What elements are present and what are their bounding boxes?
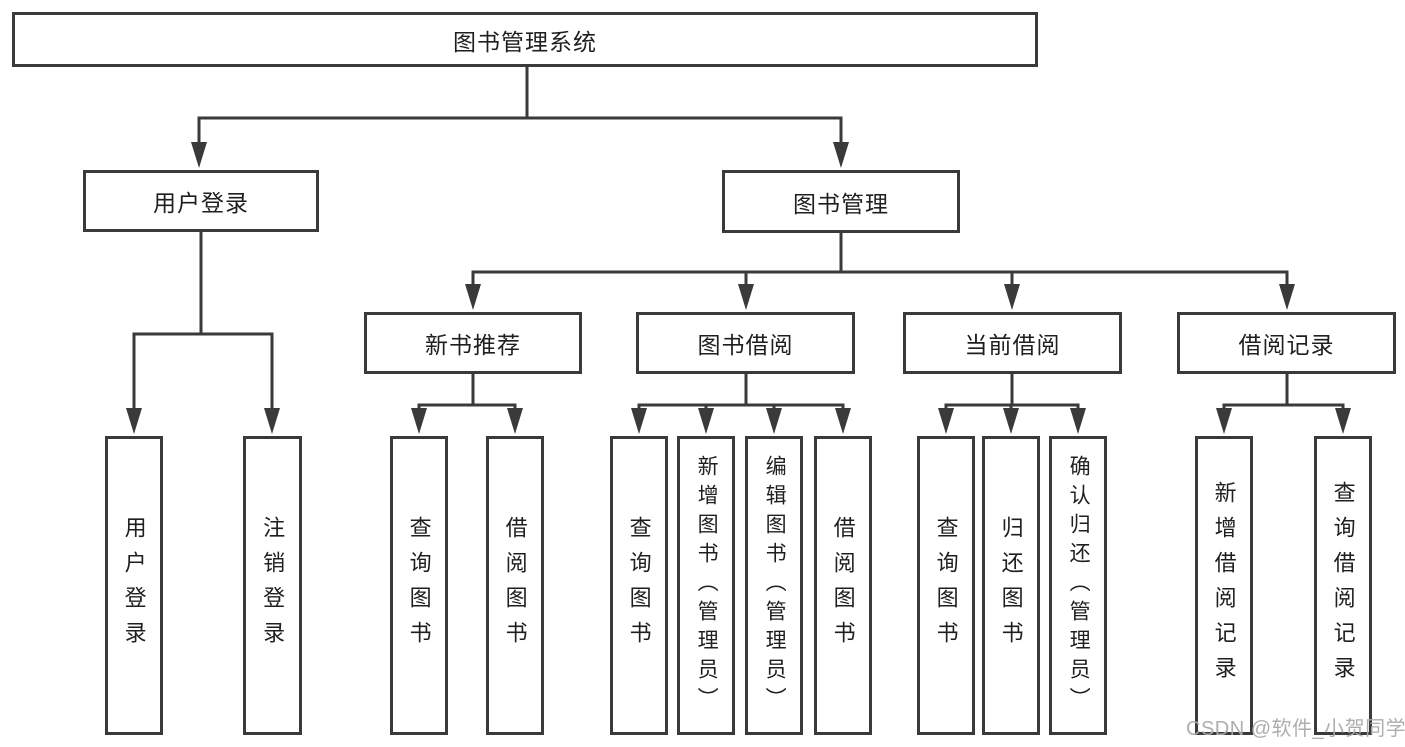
arrowhead <box>631 408 647 434</box>
leaf-label: 借阅图书 <box>830 515 856 656</box>
arrowhead <box>766 408 782 434</box>
arrowhead <box>1004 284 1020 310</box>
leaf-label: 新增图书（管理员） <box>695 455 719 716</box>
arrowhead <box>1279 284 1295 310</box>
leaf-return-books: 归还图书 <box>982 436 1040 735</box>
leaf-confirm-return-admin: 确认归还（管理员） <box>1049 436 1107 735</box>
leaf-label: 查询图书 <box>933 515 959 656</box>
arrowhead <box>938 408 954 434</box>
arrowhead <box>833 142 849 168</box>
leaf-label: 查询图书 <box>626 515 652 656</box>
node-book-management: 图书管理 <box>722 170 960 233</box>
leaf-label: 编辑图书（管理员） <box>763 455 787 716</box>
arrowhead <box>835 408 851 434</box>
arrowhead <box>698 408 714 434</box>
leaf-query-books-recommend: 查询图书 <box>390 436 448 735</box>
arrowhead <box>411 408 427 434</box>
leaf-edit-books-admin: 编辑图书（管理员） <box>745 436 803 735</box>
node-label: 用户登录 <box>153 190 249 216</box>
node-label: 当前借阅 <box>964 332 1061 358</box>
leaf-user-login: 用户登录 <box>105 436 163 735</box>
leaf-label: 归还图书 <box>998 515 1024 656</box>
arrowhead <box>465 284 481 310</box>
leaf-query-books-borrowing: 查询图书 <box>610 436 668 735</box>
arrowhead <box>1003 408 1019 434</box>
node-borrowing-records: 借阅记录 <box>1177 312 1396 374</box>
leaf-query-books-current: 查询图书 <box>917 436 975 735</box>
node-label: 图书借阅 <box>697 332 794 358</box>
arrowhead <box>126 408 142 434</box>
leaf-borrow-books-borrowing: 借阅图书 <box>814 436 872 735</box>
leaf-logout: 注销登录 <box>243 436 302 735</box>
leaf-query-borrow-record: 查询借阅记录 <box>1314 436 1372 735</box>
leaf-add-books-admin: 新增图书（管理员） <box>677 436 735 735</box>
csdn-watermark: CSDN @软件_小贺同学 <box>1186 718 1405 740</box>
leaf-label: 借阅图书 <box>502 515 528 656</box>
node-label: 新书推荐 <box>425 332 521 358</box>
node-label: 借阅记录 <box>1238 332 1335 358</box>
node-new-book-recommend: 新书推荐 <box>364 312 582 374</box>
node-label: 图书管理系统 <box>453 28 597 55</box>
node-book-borrowing: 图书借阅 <box>636 312 855 374</box>
leaf-label: 确认归还（管理员） <box>1067 455 1091 716</box>
arrowhead <box>1335 408 1351 434</box>
arrowheads <box>126 142 1351 434</box>
node-root-system: 图书管理系统 <box>12 12 1038 67</box>
node-user-login: 用户登录 <box>83 170 319 232</box>
leaf-label: 新增借阅记录 <box>1211 480 1237 691</box>
arrowhead <box>507 408 523 434</box>
arrowhead <box>264 408 280 434</box>
node-label: 图书管理 <box>793 190 889 217</box>
arrowhead <box>738 284 754 310</box>
leaf-borrow-books-recommend: 借阅图书 <box>486 436 544 735</box>
leaf-add-borrow-record: 新增借阅记录 <box>1195 436 1253 735</box>
arrowhead <box>1216 408 1232 434</box>
leaf-label: 注销登录 <box>260 515 286 656</box>
leaf-label: 查询图书 <box>406 515 432 656</box>
leaf-label: 用户登录 <box>121 515 147 656</box>
leaf-label: 查询借阅记录 <box>1330 480 1356 691</box>
node-current-borrowing: 当前借阅 <box>903 312 1122 374</box>
arrowhead <box>1070 408 1086 434</box>
arrowhead <box>191 142 207 168</box>
